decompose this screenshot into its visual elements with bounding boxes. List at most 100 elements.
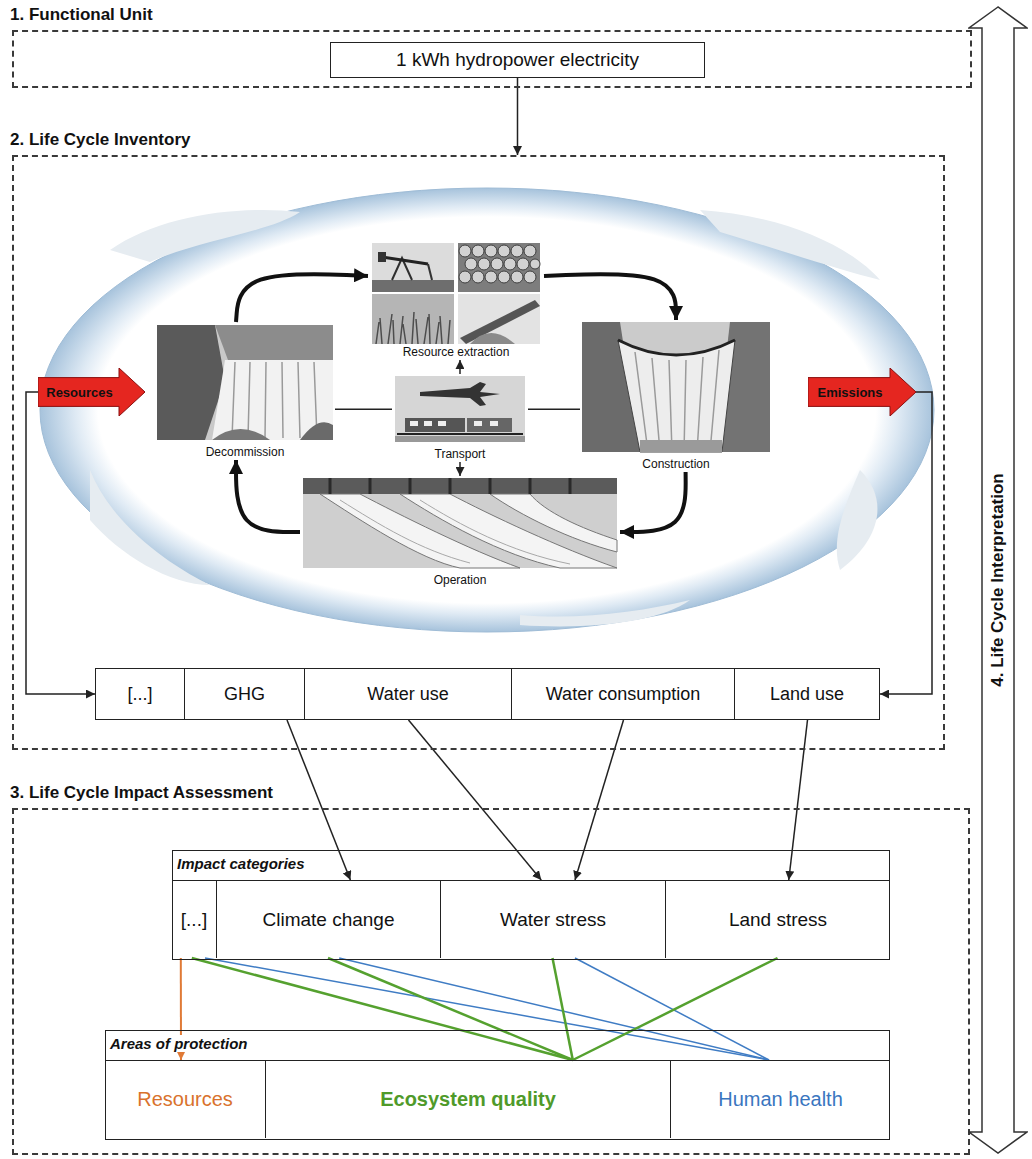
decommission-picture bbox=[212, 360, 333, 440]
resource-extraction-picture bbox=[459, 245, 471, 257]
resource-extraction-picture bbox=[530, 259, 540, 269]
section-frame: 2. Life Cycle InventoryResourcesResource… bbox=[12, 155, 945, 750]
connector bbox=[328, 958, 573, 1060]
operation-picture bbox=[303, 478, 617, 568]
connector bbox=[459, 360, 461, 374]
transport-picture bbox=[397, 433, 523, 435]
resource-extraction-picture bbox=[470, 333, 515, 344]
resource-extraction-picture bbox=[378, 252, 386, 262]
cell-label: Water stress bbox=[500, 909, 606, 931]
stage-picture: Construction bbox=[580, 320, 772, 472]
flow-arrow: Emissions bbox=[808, 368, 916, 416]
connector bbox=[205, 958, 769, 1060]
connector bbox=[409, 720, 542, 880]
stage-picture: Transport bbox=[392, 374, 528, 462]
operation-picture bbox=[490, 494, 617, 552]
resource-extraction-picture bbox=[458, 243, 540, 292]
block-arrow-shape bbox=[808, 368, 916, 416]
picture-caption: Decommission bbox=[203, 445, 288, 460]
connector bbox=[517, 78, 519, 155]
globe-ring bbox=[520, 600, 690, 626]
connector bbox=[236, 274, 368, 322]
connector bbox=[544, 274, 676, 320]
section-heading: 3. Life Cycle Impact Assessment bbox=[8, 783, 275, 803]
picture-caption: Transport bbox=[432, 447, 489, 462]
arrow-label: Emissions bbox=[817, 385, 882, 400]
operation-picture bbox=[330, 478, 570, 494]
connector bbox=[528, 408, 580, 410]
resource-extraction-picture bbox=[524, 271, 536, 283]
decommission-picture bbox=[300, 422, 333, 440]
box-label: 1 kWh hydropower electricity bbox=[396, 49, 639, 71]
cell-label: [...] bbox=[127, 684, 152, 705]
transport-picture bbox=[405, 418, 465, 432]
connector bbox=[880, 392, 932, 694]
resource-extraction-picture bbox=[498, 271, 510, 283]
transport-picture bbox=[467, 418, 512, 432]
connector bbox=[620, 472, 686, 532]
decommission-picture bbox=[215, 325, 333, 360]
resource-extraction-picture bbox=[459, 271, 471, 283]
connector bbox=[26, 392, 95, 694]
cell-label: Land use bbox=[770, 684, 844, 705]
double-arrow: 4. Life Cycle Interpretation bbox=[968, 6, 1028, 1154]
resource-extraction-picture bbox=[511, 245, 523, 257]
resource-extraction-picture bbox=[472, 245, 484, 257]
decommission-picture bbox=[157, 325, 333, 440]
cell-label: Ecosystem quality bbox=[380, 1088, 556, 1111]
resource-extraction-picture bbox=[382, 257, 428, 264]
resource-extraction-picture bbox=[491, 258, 503, 270]
cell-label: Resources bbox=[137, 1088, 233, 1111]
table-cell: Land stress bbox=[665, 880, 890, 958]
connector bbox=[575, 720, 624, 880]
category-table: Impact categories[...]Climate changeWate… bbox=[172, 850, 890, 960]
transport-picture bbox=[474, 421, 482, 426]
connector bbox=[789, 720, 808, 880]
resource-extraction-picture bbox=[428, 264, 432, 280]
stage-picture: Operation bbox=[300, 476, 620, 588]
table-header: Impact categories bbox=[177, 855, 305, 872]
resource-extraction-picture bbox=[372, 243, 540, 344]
transport-picture bbox=[410, 421, 418, 426]
construction-picture bbox=[582, 322, 770, 452]
resource-extraction-picture bbox=[465, 258, 477, 270]
table-cell: Climate change bbox=[216, 880, 440, 958]
operation-picture bbox=[400, 494, 617, 568]
transport-picture bbox=[490, 421, 498, 426]
cell-label: Water consumption bbox=[546, 684, 700, 705]
globe-ring bbox=[700, 210, 880, 280]
table-header: Areas of protection bbox=[110, 1035, 248, 1052]
construction-picture bbox=[635, 350, 719, 452]
operation-picture bbox=[303, 478, 617, 494]
operation-picture bbox=[303, 478, 617, 568]
cell-label: Climate change bbox=[262, 909, 394, 931]
globe-ring bbox=[40, 188, 934, 632]
resource-extraction-picture bbox=[458, 294, 540, 344]
resource-extraction-picture bbox=[459, 245, 540, 283]
transport-picture bbox=[395, 436, 525, 442]
connector bbox=[339, 958, 769, 1060]
section-frame: 1. Functional Unit1 kWh hydropower elect… bbox=[12, 30, 972, 88]
category-table: Areas of protectionResources Ecosystem qu… bbox=[105, 1030, 890, 1140]
resource-extraction-picture bbox=[372, 294, 454, 344]
inventory-cell: [...] bbox=[95, 668, 185, 720]
decommission-picture bbox=[157, 325, 333, 440]
connector bbox=[553, 958, 573, 1060]
connector-group bbox=[26, 78, 932, 1060]
cell-label: Land stress bbox=[729, 909, 827, 931]
construction-picture bbox=[640, 440, 722, 452]
transport-picture bbox=[424, 421, 432, 426]
picture-caption: Operation bbox=[431, 573, 490, 588]
globe-ring bbox=[110, 210, 300, 262]
construction-picture bbox=[582, 322, 770, 452]
cell-label: Water use bbox=[367, 684, 448, 705]
connector bbox=[459, 462, 461, 476]
double-arrow-shape bbox=[969, 7, 1027, 1153]
table-cell: Ecosystem quality bbox=[265, 1060, 670, 1138]
resource-extraction-picture bbox=[498, 245, 510, 257]
table-cell: Water stress bbox=[440, 880, 665, 958]
cell-label: GHG bbox=[224, 684, 265, 705]
inventory-cell: Water consumption bbox=[512, 668, 735, 720]
